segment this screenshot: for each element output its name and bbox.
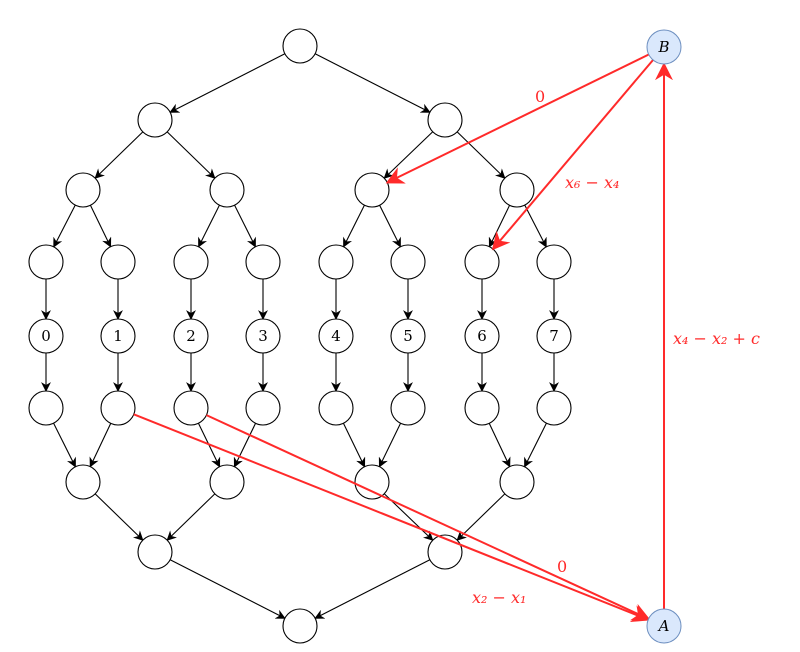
node-bot — [282, 608, 318, 644]
node-A-label: A — [657, 617, 670, 635]
merge-edge — [169, 559, 286, 619]
node-l6 — [536, 390, 572, 426]
node-l7 — [354, 464, 390, 500]
node-l4 — [100, 244, 136, 280]
tree-edge — [53, 204, 76, 248]
leaf-label: 2 — [186, 327, 196, 345]
merge-edge — [342, 423, 366, 468]
tree-edge — [314, 53, 431, 113]
node-l5 — [173, 318, 209, 354]
node-l5 — [100, 318, 136, 354]
tree-edge — [343, 204, 365, 248]
tree-edge — [89, 205, 112, 248]
leaf-label: 6 — [477, 327, 487, 345]
red-edge-leaf2-a — [206, 414, 651, 621]
node-l5 — [536, 318, 572, 354]
tree-edge — [456, 131, 506, 179]
node-top — [282, 28, 318, 64]
merge-edge — [166, 493, 216, 541]
leaf-label: 5 — [403, 327, 413, 345]
leaf-label: 1 — [113, 327, 123, 345]
merge-edge — [233, 423, 257, 468]
tree-edge — [94, 131, 144, 179]
node-l2 — [427, 102, 463, 138]
tree-edge — [169, 53, 286, 113]
edge-label-a-b: x₄ − x₂ + c — [673, 329, 760, 348]
edge-label-leaf2-a: 0 — [557, 557, 567, 576]
node-l3 — [209, 172, 245, 208]
tree-edge — [524, 204, 547, 248]
node-l3 — [65, 172, 101, 208]
merge-edge — [89, 423, 112, 468]
merge-edge — [94, 493, 144, 541]
node-l7 — [65, 464, 101, 500]
node-l5 — [245, 318, 281, 354]
node-l6 — [245, 390, 281, 426]
tree-edge — [379, 204, 401, 248]
node-l7 — [209, 464, 245, 500]
merge-edge — [456, 493, 506, 541]
node-l5 — [318, 318, 354, 354]
node-l6 — [173, 390, 209, 426]
red-edge-leaf1-a — [133, 413, 650, 623]
tree-edge — [198, 204, 220, 248]
leaf-label: 3 — [258, 327, 268, 345]
node-l4 — [28, 244, 64, 280]
node-l3 — [499, 172, 535, 208]
node-l8 — [137, 534, 173, 570]
merge-edge — [314, 559, 431, 619]
node-B-label: B — [657, 38, 669, 56]
node-l6 — [100, 390, 136, 426]
node-l4 — [318, 244, 354, 280]
node-l5 — [464, 318, 500, 354]
leaf-label: 0 — [41, 327, 51, 345]
edge-label-b-leaf6: x₆ − x₄ — [565, 173, 619, 192]
tree-edge — [234, 204, 256, 248]
node-l5 — [28, 318, 64, 354]
node-l6 — [318, 390, 354, 426]
node-l3 — [354, 172, 390, 208]
tree-edge — [166, 131, 216, 179]
merge-edge — [53, 422, 76, 468]
node-l5 — [390, 318, 426, 354]
node-l4 — [464, 244, 500, 280]
node-l4 — [390, 244, 426, 280]
node-l4 — [245, 244, 281, 280]
edge-label-leaf1-a: x₂ − x₁ — [472, 588, 526, 607]
merge-edge — [488, 423, 511, 468]
node-A — [646, 608, 682, 644]
node-l2 — [137, 102, 173, 138]
node-l8 — [427, 534, 463, 570]
leaf-label: 7 — [549, 327, 559, 345]
node-l6 — [28, 390, 64, 426]
node-l7 — [499, 464, 535, 500]
red-edge-b-left — [385, 53, 650, 184]
merge-edge — [524, 422, 547, 468]
node-l6 — [390, 390, 426, 426]
node-B — [646, 29, 682, 65]
edge-label-b-left: 0 — [535, 87, 545, 106]
node-l6 — [464, 390, 500, 426]
node-l4 — [536, 244, 572, 280]
node-l4 — [173, 244, 209, 280]
merge-edge — [378, 423, 402, 468]
red-edge-b-leaf6 — [491, 59, 654, 251]
leaf-label: 4 — [331, 327, 341, 345]
